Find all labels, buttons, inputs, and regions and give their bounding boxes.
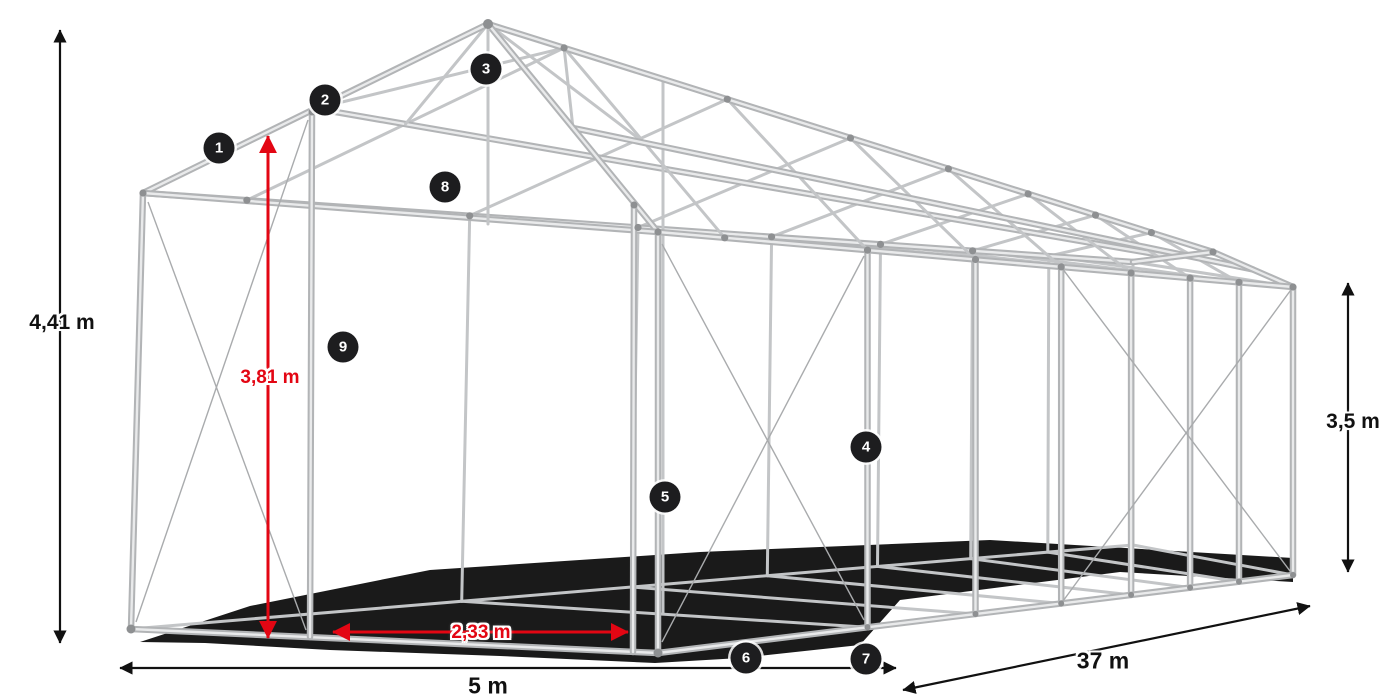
passage-width-label: 2,33 m xyxy=(451,622,511,643)
inner-height-label: 3,81 m xyxy=(240,367,300,388)
dimension-arrows xyxy=(53,29,1355,694)
part-marker-8[interactable]: 8 xyxy=(429,171,461,203)
length-arrow xyxy=(902,602,1311,694)
part-marker-5[interactable]: 5 xyxy=(649,481,681,513)
side-height-label: 3,5 m xyxy=(1326,410,1380,433)
part-marker-1[interactable]: 1 xyxy=(203,132,235,164)
length-label: 37 m xyxy=(1076,647,1130,674)
part-marker-2[interactable]: 2 xyxy=(309,84,341,116)
width-label: 5 m xyxy=(468,672,508,699)
part-marker-7[interactable]: 7 xyxy=(850,643,882,675)
part-marker-4[interactable]: 4 xyxy=(850,431,882,463)
total-height-label: 4,41 m xyxy=(29,311,95,334)
part-marker-3[interactable]: 3 xyxy=(470,53,502,85)
part-marker-9[interactable]: 9 xyxy=(327,331,359,363)
part-marker-6[interactable]: 6 xyxy=(730,642,762,674)
